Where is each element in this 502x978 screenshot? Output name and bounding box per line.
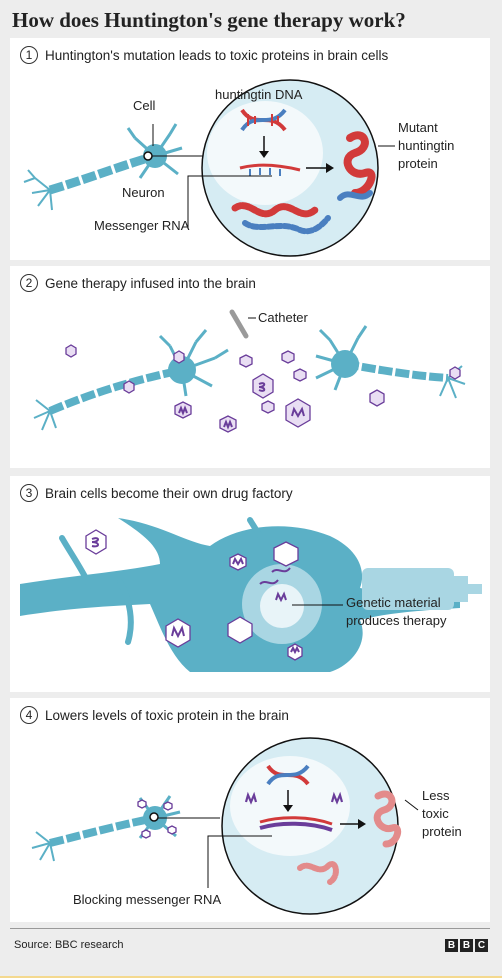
logo-letter-b1: B [445, 938, 458, 952]
neuron-left [33, 329, 229, 431]
panel-4: 4 Lowers levels of toxic protein in the … [10, 698, 490, 922]
protein-clump-blue [242, 215, 331, 235]
panel-3-illustration: Genetic material produces therapy [20, 517, 482, 672]
hexagon-small [293, 368, 307, 382]
axon [48, 151, 157, 195]
label-messenger-rna: Messenger RNA [94, 218, 190, 233]
protein-clump-red [231, 202, 319, 218]
label-catheter: Catheter [258, 310, 309, 325]
label-neuron: Neuron [122, 185, 165, 200]
dna-helix [266, 764, 310, 786]
label-less-1: Less [422, 788, 450, 803]
step-title-4: Lowers levels of toxic protein in the br… [45, 707, 289, 723]
page-title: How does Huntington's gene therapy work? [12, 8, 406, 32]
hexagon-small [123, 380, 135, 394]
blocking-pointer [207, 835, 272, 888]
therapy-squiggles [178, 382, 305, 430]
panel-1-illustration: Cell huntingtin DNA Neuron Mutant huntin… [23, 79, 454, 257]
panel-2: 2 Gene therapy infused into the brain Ca… [10, 266, 490, 468]
hexagon-small [239, 354, 253, 368]
step-heading-1: 1 Huntington's mutation leads to toxic p… [20, 46, 388, 64]
label-mutant-1: Mutant [398, 120, 438, 135]
label-genetic-1: Genetic material [346, 595, 441, 610]
step-heading-2: 2 Gene therapy infused into the brain [20, 274, 256, 292]
label-cell: Cell [133, 98, 156, 113]
hexagon-large [285, 398, 311, 428]
label-blocking: Blocking messenger RNA [73, 892, 221, 907]
dna-helix [240, 108, 287, 132]
messenger-rna [259, 816, 333, 826]
source-text: Source: BBC research [14, 939, 124, 951]
arrow-right-head [358, 819, 366, 829]
panel-2-illustration: Catheter [33, 309, 466, 433]
label-mutant-3: protein [398, 156, 438, 171]
label-huntingtin-dna: huntingtin DNA [215, 87, 303, 102]
hexagon-small [369, 389, 385, 407]
hexagon-small [173, 350, 185, 364]
footer: Source: BBC research B B C [10, 928, 490, 961]
hexagon-small [449, 366, 461, 380]
axon-nub [468, 584, 482, 594]
blocking-strand [259, 821, 333, 832]
protein-fragment [337, 190, 373, 201]
therapy-squiggles [244, 791, 344, 805]
hexagon-small [281, 350, 295, 364]
step-title-3: Brain cells become their own drug factor… [45, 485, 293, 501]
less-toxic-protein [373, 790, 402, 848]
protein-fragment [297, 861, 339, 885]
step-title-2: Gene therapy infused into the brain [45, 275, 256, 291]
step-heading-3: 3 Brain cells become their own drug fact… [20, 484, 293, 502]
arrow-head [283, 805, 293, 812]
dendrite-terminal [23, 169, 53, 211]
mrna-pointer [187, 175, 272, 229]
dendrites [47, 517, 263, 645]
step-title-1: Huntington's mutation leads to toxic pro… [45, 47, 389, 63]
axon-tip [454, 576, 468, 602]
catheter [229, 309, 249, 339]
logo-letter-b2: B [460, 938, 473, 952]
hexagon-small [219, 415, 237, 433]
hexagon-small [65, 344, 77, 358]
arrow-head [259, 151, 269, 158]
neuron-cell [126, 123, 183, 179]
axon-terminal [362, 568, 454, 610]
bbc-logo: B B C [445, 938, 490, 952]
label-genetic-2: produces therapy [346, 613, 447, 628]
label-mutant-2: huntingtin [398, 138, 454, 153]
logo-letter-c: C [475, 938, 488, 952]
nucleus-inner [260, 584, 304, 628]
therapy-particles [85, 529, 303, 661]
panel-1: 1 Huntington's mutation leads to toxic p… [10, 38, 490, 260]
label-less-2: toxic [422, 806, 449, 821]
messenger-rna-strand [239, 163, 301, 176]
step-number-4: 4 [20, 706, 38, 724]
panel-3: 3 Brain cells become their own drug fact… [10, 476, 490, 692]
hexagon-small [261, 400, 275, 414]
step-number-1: 1 [20, 46, 38, 64]
mutant-protein [343, 131, 376, 197]
neuron [31, 795, 181, 862]
label-less-3: protein [422, 824, 462, 839]
hexagon-small [174, 401, 192, 419]
less-pointer [404, 799, 419, 811]
therapy-squiggles [91, 537, 300, 655]
step-number-3: 3 [20, 484, 38, 502]
panel-4-illustration: Less toxic protein Blocking messenger RN… [31, 737, 462, 915]
neuron-body [20, 518, 460, 672]
arrow-right-head [326, 163, 334, 173]
step-number-2: 2 [20, 274, 38, 292]
neuron-right [315, 325, 466, 399]
step-heading-4: 4 Lowers levels of toxic protein in the … [20, 706, 289, 724]
